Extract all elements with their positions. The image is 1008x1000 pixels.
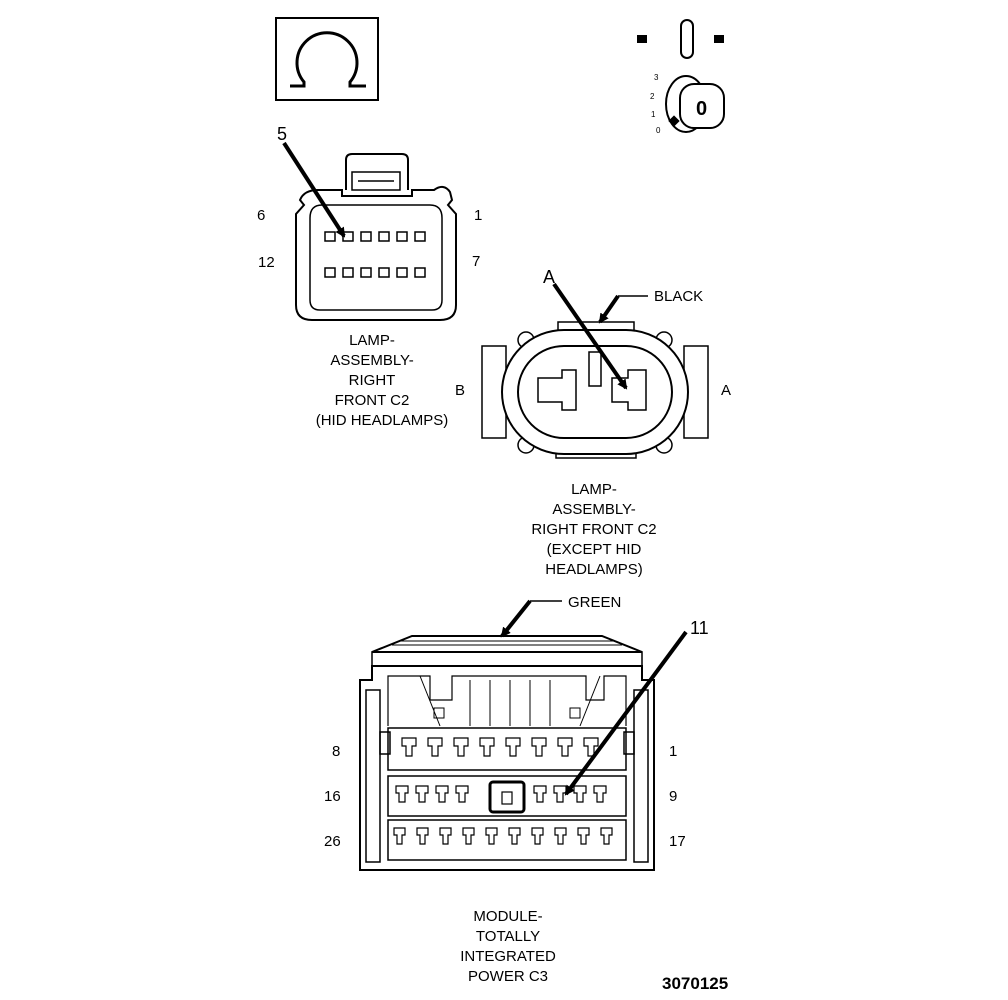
hid-callout-arrow xyxy=(282,141,346,238)
hid-caption-line: RIGHT xyxy=(349,372,396,389)
tipm-pin-1: 1 xyxy=(669,743,677,760)
ignition-position-3: 3 xyxy=(654,73,659,82)
tipm-caption-line: POWER C3 xyxy=(468,968,548,985)
ignition-position-1: 1 xyxy=(651,110,656,119)
except-hid-pin-a: A xyxy=(721,382,731,399)
except-hid-caption-line: HEADLAMPS) xyxy=(545,561,643,578)
ignition-key-icon xyxy=(637,19,725,133)
hid-pin-row-2 xyxy=(324,267,426,278)
connector-hid-body xyxy=(295,153,457,321)
tipm-pin-row-1 xyxy=(401,737,599,757)
hid-caption: LAMP- ASSEMBLY- RIGHT FRONT C2 (HID HEAD… xyxy=(316,332,449,429)
except-hid-caption-line: LAMP- xyxy=(571,481,617,498)
tipm-caption-line: MODULE- xyxy=(473,908,542,925)
except-hid-caption-line: RIGHT FRONT C2 xyxy=(531,521,656,538)
hid-pin-1: 1 xyxy=(474,207,482,224)
hid-pin-6: 6 xyxy=(257,207,265,224)
tipm-pin-16: 16 xyxy=(324,788,341,805)
hid-callout: 5 xyxy=(277,124,287,144)
tipm-color-label: GREEN xyxy=(568,594,621,611)
connector-tipm-body xyxy=(359,635,655,871)
green-color-arrow xyxy=(500,599,532,638)
black-color-arrow xyxy=(598,294,620,324)
hid-pin-row-1 xyxy=(324,231,426,242)
except-hid-callout-arrow xyxy=(552,282,628,390)
except-hid-color-label: BLACK xyxy=(654,288,703,305)
hid-caption-line: (HID HEADLAMPS) xyxy=(316,412,449,429)
hid-caption-line: ASSEMBLY- xyxy=(330,352,413,369)
hid-pin-12: 12 xyxy=(258,254,275,271)
figure-number: 3070125 xyxy=(662,974,728,993)
hid-pin-7: 7 xyxy=(472,253,480,270)
tipm-caption: MODULE- TOTALLY INTEGRATED POWER C3 xyxy=(460,908,556,985)
except-hid-pin-b: B xyxy=(455,382,465,399)
tipm-callout: 11 xyxy=(690,618,709,638)
tipm-pin-9: 9 xyxy=(669,788,677,805)
except-hid-caption-line: (EXCEPT HID xyxy=(547,541,642,558)
except-hid-caption: LAMP- ASSEMBLY- RIGHT FRONT C2 (EXCEPT H… xyxy=(531,481,656,578)
hid-caption-line: FRONT C2 xyxy=(335,392,410,409)
ignition-key-label: 0 xyxy=(696,98,707,120)
ignition-position-2: 2 xyxy=(650,92,655,101)
tipm-pin-row-2 xyxy=(395,780,607,814)
tipm-pin-26: 26 xyxy=(324,833,341,850)
tipm-callout-arrow xyxy=(564,630,688,796)
ohm-icon xyxy=(275,17,379,101)
ignition-position-0: 0 xyxy=(656,126,661,135)
tipm-caption-line: INTEGRATED xyxy=(460,948,556,965)
tipm-caption-line: TOTALLY xyxy=(476,928,540,945)
tipm-pin-8: 8 xyxy=(332,743,340,760)
tipm-pin-17: 17 xyxy=(669,833,686,850)
tipm-pin-row-3 xyxy=(393,827,613,845)
connector-except-hid-body xyxy=(481,321,709,459)
except-hid-callout: A xyxy=(543,267,555,287)
except-hid-caption-line: ASSEMBLY- xyxy=(552,501,635,518)
hid-caption-line: LAMP- xyxy=(349,332,395,349)
